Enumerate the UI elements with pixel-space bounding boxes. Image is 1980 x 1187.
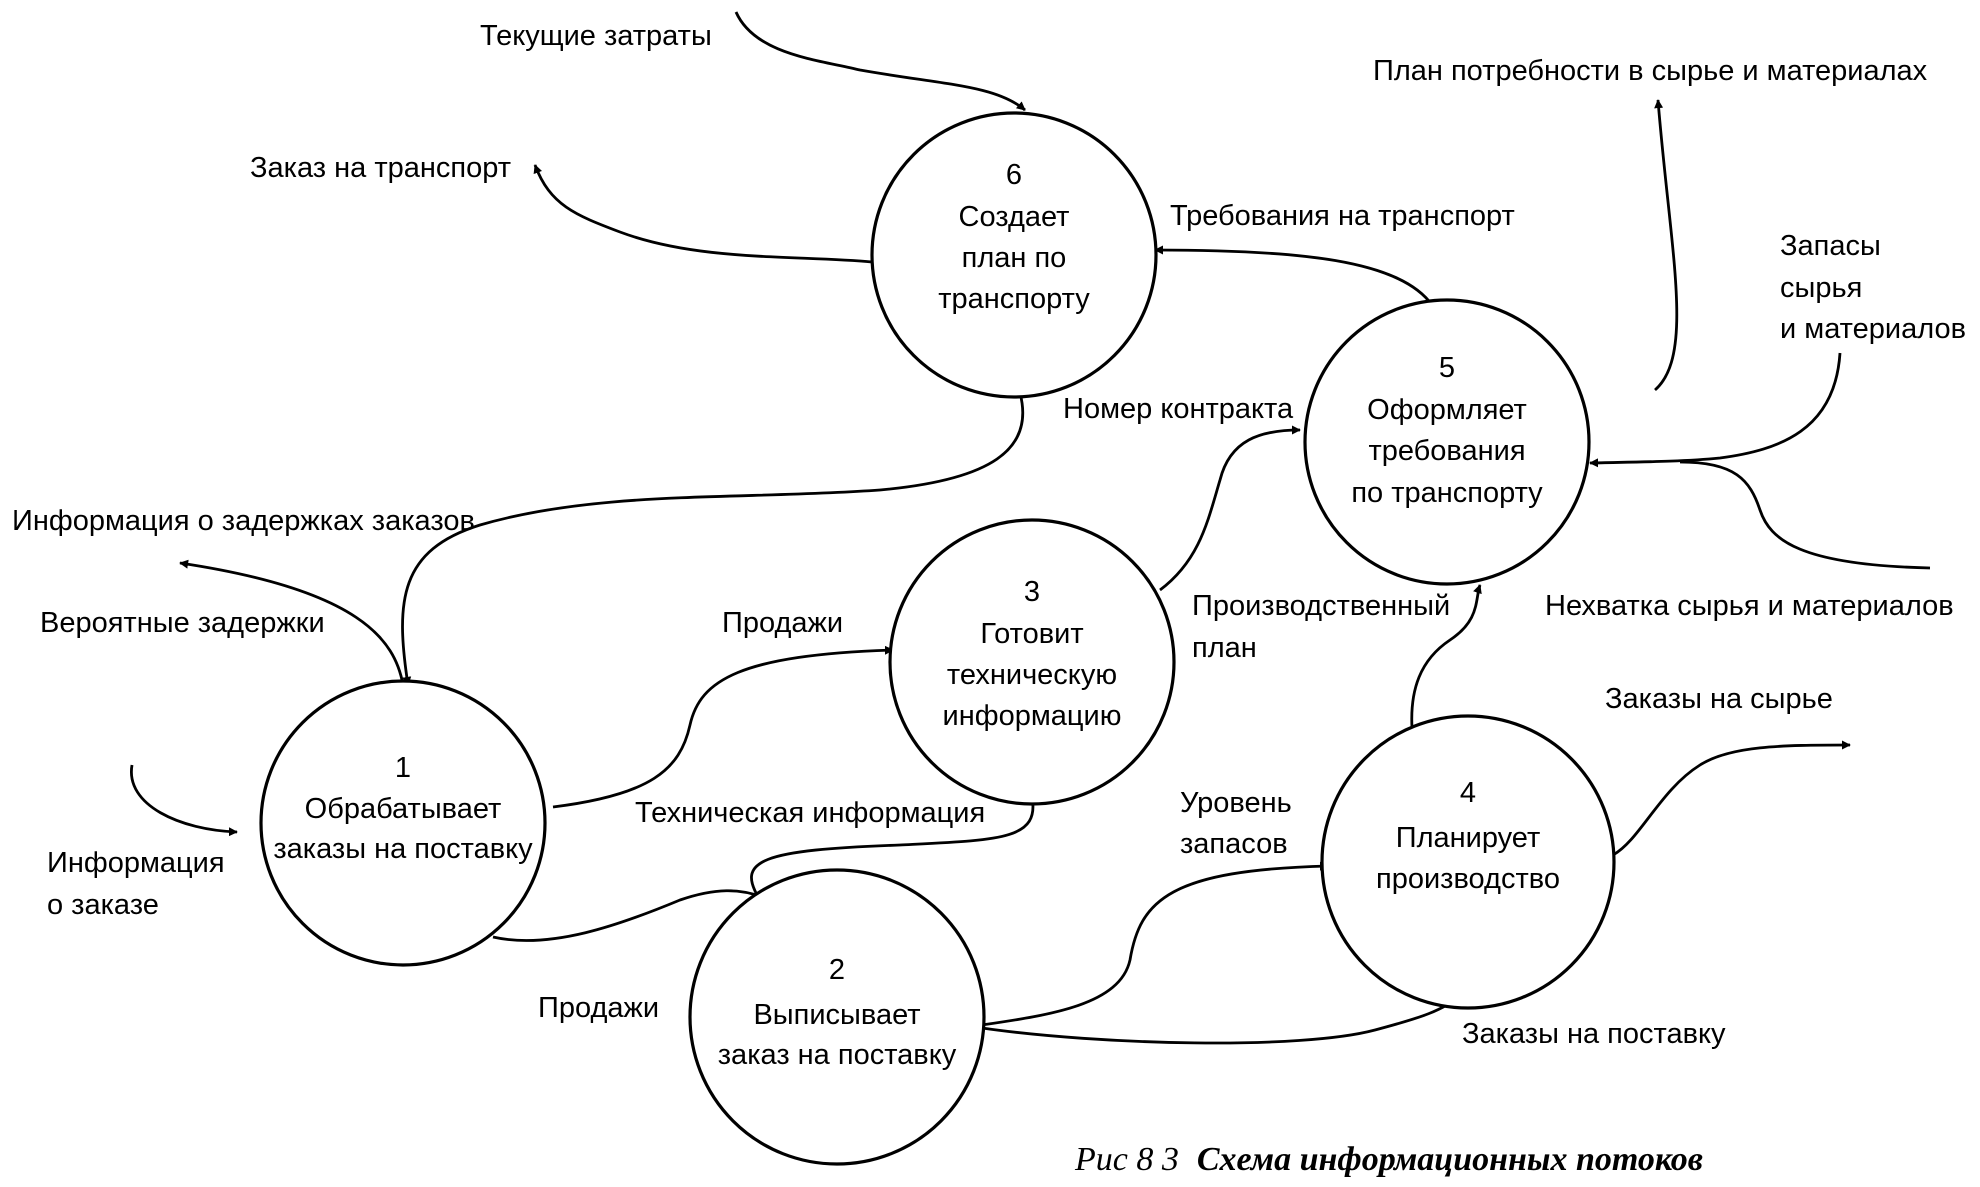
label-supply-orders: Заказы на поставку <box>1462 1018 1726 1050</box>
label-materials-shortage: Нехватка сырья и материалов <box>1545 590 1954 622</box>
flow-supply-orders <box>981 994 1461 1045</box>
flow-production-plan <box>1410 584 1482 729</box>
label-materials-stock-3: и материалов <box>1780 313 1966 345</box>
flow-delays <box>179 559 405 686</box>
process-node-3: 3 Готовит техническую информацию <box>888 518 1176 806</box>
flow-materials-shortage <box>1679 460 1931 570</box>
node-6-line-3: транспорту <box>938 283 1090 315</box>
node-1-line-1: Обрабатывает <box>305 793 502 825</box>
flow-transport-requirements <box>1154 245 1434 306</box>
node-2-number: 2 <box>829 954 845 986</box>
flow-plan6-to-1 <box>401 392 1025 686</box>
node-2-line-2: заказ на поставку <box>718 1039 957 1071</box>
node-4-line-1: Планирует <box>1396 822 1541 854</box>
node-2-line-1: Выписывает <box>753 999 920 1031</box>
label-stock-level-1: Уровень <box>1180 787 1292 819</box>
flow-raw-orders <box>1612 740 1851 857</box>
label-tech-info: Техническая информация <box>635 797 985 829</box>
process-node-5: 5 Оформляет требования по транспорту <box>1303 298 1591 586</box>
node-5-line-1: Оформляет <box>1367 394 1527 426</box>
node-3-line-2: техническую <box>947 659 1117 691</box>
label-sales-bottom: Продажи <box>538 992 659 1024</box>
label-order-info-1: Информация <box>47 847 225 879</box>
flow-sales-bottom <box>492 889 766 942</box>
label-probable-delays: Вероятные задержки <box>40 607 325 639</box>
process-nodes: 1 Обрабатывает заказы на поставку 2 Выпи… <box>259 111 1616 1166</box>
label-sales-top: Продажи <box>722 607 843 639</box>
node-5-line-3: по транспорту <box>1351 477 1543 509</box>
label-order-info-2: о заказе <box>47 889 159 921</box>
flow-sales-top <box>552 645 894 809</box>
label-raw-orders: Заказы на сырье <box>1605 683 1833 715</box>
label-production-plan-1: Производственный <box>1192 590 1450 622</box>
process-node-2: 2 Выписывает заказ на поставку <box>688 868 986 1166</box>
flow-order-info <box>130 764 238 837</box>
flow-labels: Текущие затраты Заказ на транспорт Требо… <box>12 20 1966 1050</box>
process-node-4: 4 Планирует производство <box>1320 714 1616 1010</box>
label-order-delay-info: Информация о задержках заказов <box>12 505 475 537</box>
process-node-1: 1 Обрабатывает заказы на поставку <box>259 679 547 967</box>
node-4-line-2: производство <box>1376 863 1560 895</box>
flow-current-costs <box>734 11 1026 112</box>
label-contract-number: Номер контракта <box>1063 393 1294 425</box>
label-production-plan-2: план <box>1192 632 1257 664</box>
label-materials-stock-2: сырья <box>1780 272 1862 304</box>
flow-materials-stock <box>1589 352 1842 468</box>
node-1-line-2: заказы на поставку <box>273 833 533 865</box>
flow-tech-info <box>750 796 1035 901</box>
node-3-line-1: Готовит <box>980 618 1083 650</box>
flow-lines <box>130 11 1931 1045</box>
flow-contract-number <box>1159 425 1301 592</box>
flow-stock-level <box>981 861 1329 1027</box>
label-stock-level-2: запасов <box>1180 828 1288 860</box>
process-node-6: 6 Создает план по транспорту <box>870 111 1158 399</box>
figure-caption: Рис 8 3 Схема информационных потоков <box>1074 1141 1703 1178</box>
label-materials-stock-1: Запасы <box>1780 230 1881 262</box>
node-6-line-1: Создает <box>959 201 1070 233</box>
label-transport-order: Заказ на транспорт <box>250 152 511 184</box>
node-5-line-2: требования <box>1368 435 1525 467</box>
node-6-number: 6 <box>1006 159 1022 191</box>
flow-materials-plan <box>1654 99 1679 392</box>
node-3-number: 3 <box>1024 576 1040 608</box>
node-6-line-2: план по <box>962 242 1067 274</box>
node-1-number: 1 <box>395 752 411 784</box>
node-5-number: 5 <box>1439 352 1455 384</box>
caption-prefix: Рис 8 3 <box>1074 1141 1179 1178</box>
label-materials-plan: План потребности в сырье и материалах <box>1373 55 1928 87</box>
label-current-costs: Текущие затраты <box>480 20 712 52</box>
label-transport-requirements: Требования на транспорт <box>1170 200 1515 232</box>
node-4-number: 4 <box>1460 777 1476 809</box>
caption-title: Схема информационных потоков <box>1197 1141 1703 1178</box>
flow-transport-order <box>533 164 873 264</box>
node-3-line-3: информацию <box>943 700 1122 732</box>
